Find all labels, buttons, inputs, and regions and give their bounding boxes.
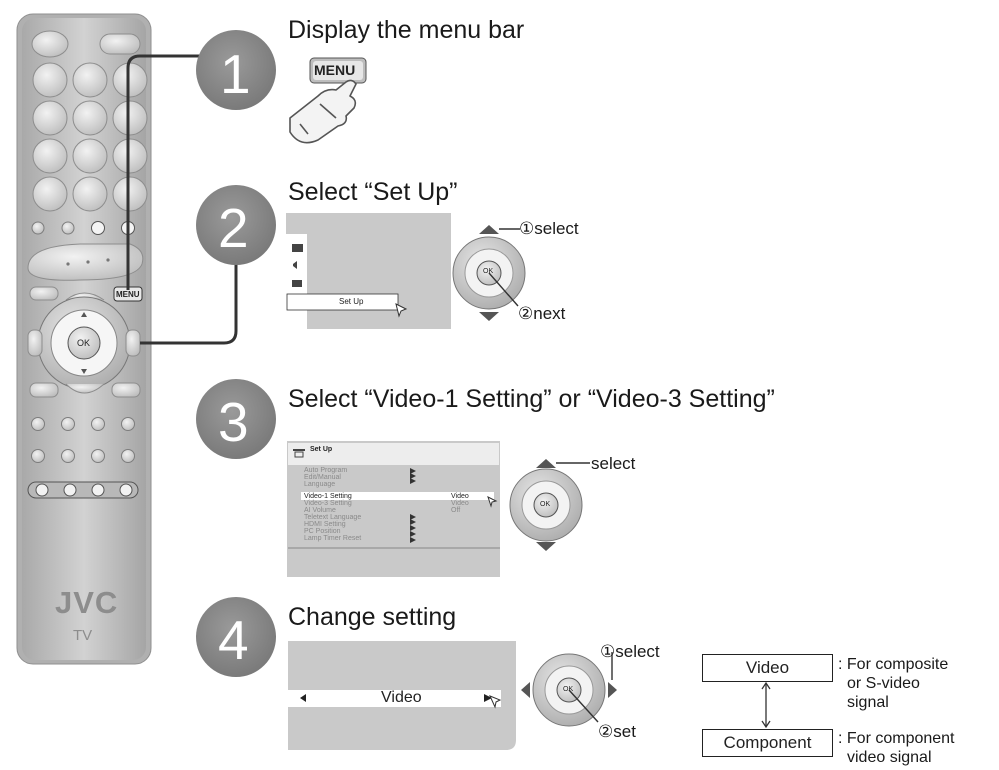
step-1-circle: [196, 30, 276, 110]
step-2-title: Select “Set Up”: [288, 178, 458, 206]
menu-item: Edit/Manual: [304, 474, 341, 481]
step-4-title: Change setting: [288, 603, 457, 631]
menu-item-setup: Set Up: [339, 297, 364, 306]
nav-ok-label: OK: [483, 268, 494, 275]
step-2-circle: [196, 185, 276, 265]
menu-button-label: MENU: [314, 62, 356, 78]
remote-button: [31, 30, 69, 58]
menu-screen-setup: [286, 213, 451, 329]
menu-item: HDMI Setting: [304, 521, 346, 528]
select-label-step2: ①select: [519, 219, 579, 238]
setting-value: Video: [381, 689, 422, 706]
select-label-step4: ①select: [600, 642, 660, 661]
remote-subtitle: TV: [73, 627, 93, 644]
nav-ok-label: OK: [540, 501, 551, 508]
step-4-circle: [196, 597, 276, 677]
menu-item: PC Position: [304, 528, 341, 535]
connector-lines: [126, 54, 238, 345]
step-3-title: Select “Video-1 Setting” or “Video-3 Set…: [288, 385, 775, 413]
menu-item: Video-3 Setting: [304, 500, 352, 507]
set-label-step4: ②set: [598, 722, 636, 741]
option-component-box: Component: [702, 729, 833, 757]
menu-item: AI Volume: [304, 507, 336, 514]
step-3-number: 3: [218, 391, 249, 453]
remote-button: [99, 33, 141, 55]
menu-item: Auto Program: [304, 467, 348, 474]
menu-item: Teletext Language: [304, 514, 362, 521]
menu-highlight: [286, 293, 399, 311]
menu-item-selected: Video-1 Setting: [304, 493, 352, 500]
step-4-number: 4: [218, 609, 249, 671]
menu-value: Off: [451, 507, 461, 514]
step-1-title: Display the menu bar: [288, 16, 525, 44]
small-buttons: [31, 417, 135, 463]
setting-bar: [288, 690, 501, 707]
remote-brand-logo: JVC: [55, 585, 119, 620]
nav-ok-label: OK: [563, 686, 574, 693]
number-buttons: [32, 62, 148, 212]
step-3-circle: [196, 379, 276, 459]
step-1-number: 1: [220, 43, 251, 105]
menu-button-illustration: [309, 57, 367, 84]
option-video-note: : For composite or S-video signal: [838, 656, 949, 711]
step-2-number: 2: [218, 197, 249, 259]
select-label-step3: select: [591, 454, 636, 473]
option-video-box: Video: [702, 654, 833, 682]
menu-item: Language: [304, 481, 336, 488]
menu-value: Video: [451, 500, 469, 507]
remote-ok-label: OK: [77, 338, 91, 348]
option-component-note: : For component video signal: [838, 730, 955, 766]
remote-ok-button: [67, 326, 101, 360]
menu-highlight: [301, 492, 494, 500]
menu-value-selected: Video: [451, 493, 469, 500]
menu-title-setup: Set Up: [310, 446, 333, 453]
remote-control: [16, 13, 152, 665]
remote-menu-label: MENU: [116, 290, 140, 299]
menu-item: Lamp Timer Reset: [304, 535, 362, 542]
pointing-hand-icon: [289, 79, 357, 144]
nav-pad-step3: [509, 459, 583, 551]
next-label-step2: ②next: [518, 304, 566, 323]
